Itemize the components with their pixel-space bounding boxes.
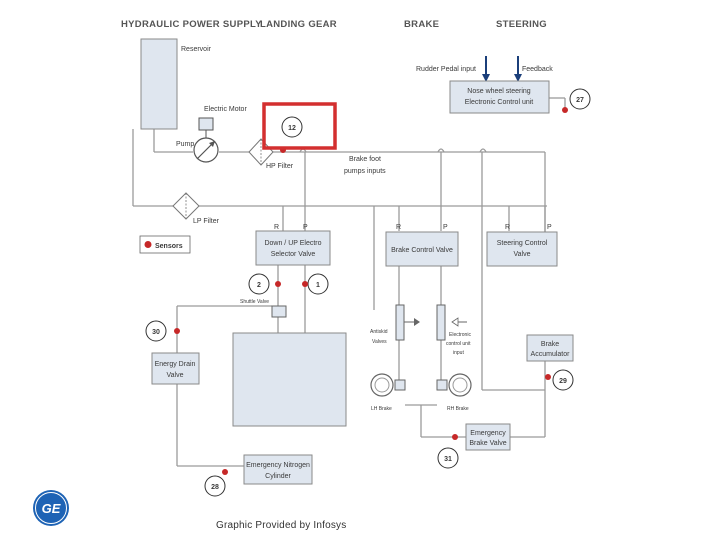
landing-gear-actuator	[232, 332, 347, 427]
sensors-legend-label: Sensors	[155, 243, 183, 250]
port-label-r: R	[396, 224, 401, 231]
nose-wheel-label-line1: Nose wheel steering	[467, 88, 531, 95]
port-label-p: P	[303, 224, 308, 231]
selector-valve-label-line1: Down / UP Electro	[264, 240, 321, 247]
sensor-30-number: 30	[152, 329, 160, 336]
energy-drain-valve: Energy Drain Valve	[151, 352, 200, 385]
sensors-legend: Sensors	[139, 235, 191, 254]
brake-accumulator-label-line2: Accumulator	[531, 351, 571, 358]
sensor-27: 27	[562, 88, 591, 113]
emergency-nitrogen-cylinder: Emergency Nitrogen Cylinder	[243, 454, 313, 485]
rh-brake: RH Brake	[436, 373, 472, 412]
reservoir: Reservoir	[140, 38, 212, 130]
port-label-r: R	[505, 224, 510, 231]
rh-brake-label: RH Brake	[447, 406, 469, 412]
brake-control-valve-label: Brake Control Valve	[391, 247, 453, 254]
brake-control-valve: Brake Control Valve	[385, 231, 459, 267]
port-label-p: P	[547, 224, 552, 231]
port-labels: R P R P R P	[274, 224, 552, 231]
nose-wheel-label-line2: Electronic Control unit	[465, 99, 534, 106]
antiskid-valves: Antiskid Valves Electronic control unit …	[370, 304, 471, 356]
sensor-2-number: 2	[257, 282, 261, 289]
sensor-31-number: 31	[444, 456, 452, 463]
electric-motor-label: Electric Motor	[204, 106, 247, 113]
header-brake: BRAKE	[404, 19, 439, 30]
energy-drain-label-line1: Energy Drain	[155, 361, 196, 368]
feedback-label: Feedback	[522, 66, 553, 73]
header-landing-gear: LANDING GEAR	[260, 19, 337, 30]
brake-accumulator-label-line1: Brake	[541, 341, 559, 348]
sensor-29: 29	[545, 369, 574, 391]
brake-foot-label-line1: Brake foot	[349, 156, 381, 163]
shuttle-valve: Shuttle Valve	[240, 299, 287, 318]
emergency-brake-valve: Emergency Brake Valve	[465, 423, 511, 451]
electric-motor: Electric Motor	[198, 106, 247, 138]
emergency-nitrogen-label-line1: Emergency Nitrogen	[246, 462, 310, 469]
sensor-28-number: 28	[211, 484, 219, 491]
brake-foot-label-line2: pumps inputs	[344, 168, 386, 175]
selector-valve-label-line2: Selector Valve	[271, 251, 316, 258]
hp-filter-label: HP Filter	[266, 163, 294, 170]
highlight-box	[262, 102, 337, 150]
hp-filter: HP Filter	[248, 138, 294, 170]
antiskid-label-line2: Valves	[372, 339, 387, 345]
port-label-p: P	[443, 224, 448, 231]
steering-control-label-line2: Valve	[514, 251, 531, 258]
ge-logo-text: GE	[42, 501, 61, 516]
sensor-28: 28	[204, 469, 228, 497]
rudder-pedal-input-label: Rudder Pedal input	[416, 66, 476, 73]
lp-filter-label: LP Filter	[193, 218, 220, 225]
emergency-brake-label-line2: Brake Valve	[469, 440, 506, 447]
steering-control-valve: Steering Control Valve	[486, 231, 558, 267]
down-up-electro-selector-valve: Down / UP Electro Selector Valve	[255, 230, 331, 266]
sensor-27-number: 27	[576, 97, 584, 104]
lp-filter: LP Filter	[172, 192, 220, 225]
sensor-31: 31	[437, 434, 459, 469]
reservoir-label: Reservoir	[181, 46, 212, 53]
sensor-1-number: 1	[316, 282, 320, 289]
emergency-nitrogen-label-line2: Cylinder	[265, 473, 291, 480]
header-hydraulic-power-supply: HYDRAULIC POWER SUPPLY	[121, 19, 262, 30]
pump: Pump	[176, 137, 219, 163]
header-steering: STEERING	[496, 19, 547, 30]
electronic-cu-label-line1: Electronic	[449, 332, 471, 338]
pipe-network	[132, 97, 566, 467]
brake-accumulator: Brake Accumulator	[526, 334, 574, 362]
lh-brake: LH Brake	[370, 373, 406, 412]
caption: Graphic Provided by Infosys	[216, 520, 347, 531]
antiskid-label-line1: Antiskid	[370, 329, 388, 335]
steering-control-label-line1: Steering Control	[497, 240, 548, 247]
ge-logo: GE	[33, 490, 69, 526]
nose-wheel-steering-ecu: Nose wheel steering Electronic Control u…	[449, 80, 550, 114]
sensor-29-number: 29	[559, 378, 567, 385]
energy-drain-label-line2: Valve	[167, 372, 184, 379]
emergency-brake-label-line1: Emergency	[470, 430, 506, 437]
lh-brake-label: LH Brake	[371, 406, 392, 412]
shuttle-valve-label: Shuttle Valve	[240, 299, 269, 305]
port-label-r: R	[274, 224, 279, 231]
pump-label: Pump	[176, 141, 194, 148]
brake-foot-pumps-inputs: Brake foot pumps inputs	[344, 156, 386, 175]
electronic-cu-label-line2: control unit	[446, 341, 471, 347]
steering-inputs: Rudder Pedal input Feedback	[416, 56, 553, 82]
sensor-12-number: 12	[288, 125, 296, 132]
electronic-cu-label-line3: input	[453, 350, 464, 356]
sensor-30: 30	[145, 320, 180, 342]
sensor-2: 2	[248, 273, 281, 295]
sensor-1: 1	[302, 273, 329, 295]
